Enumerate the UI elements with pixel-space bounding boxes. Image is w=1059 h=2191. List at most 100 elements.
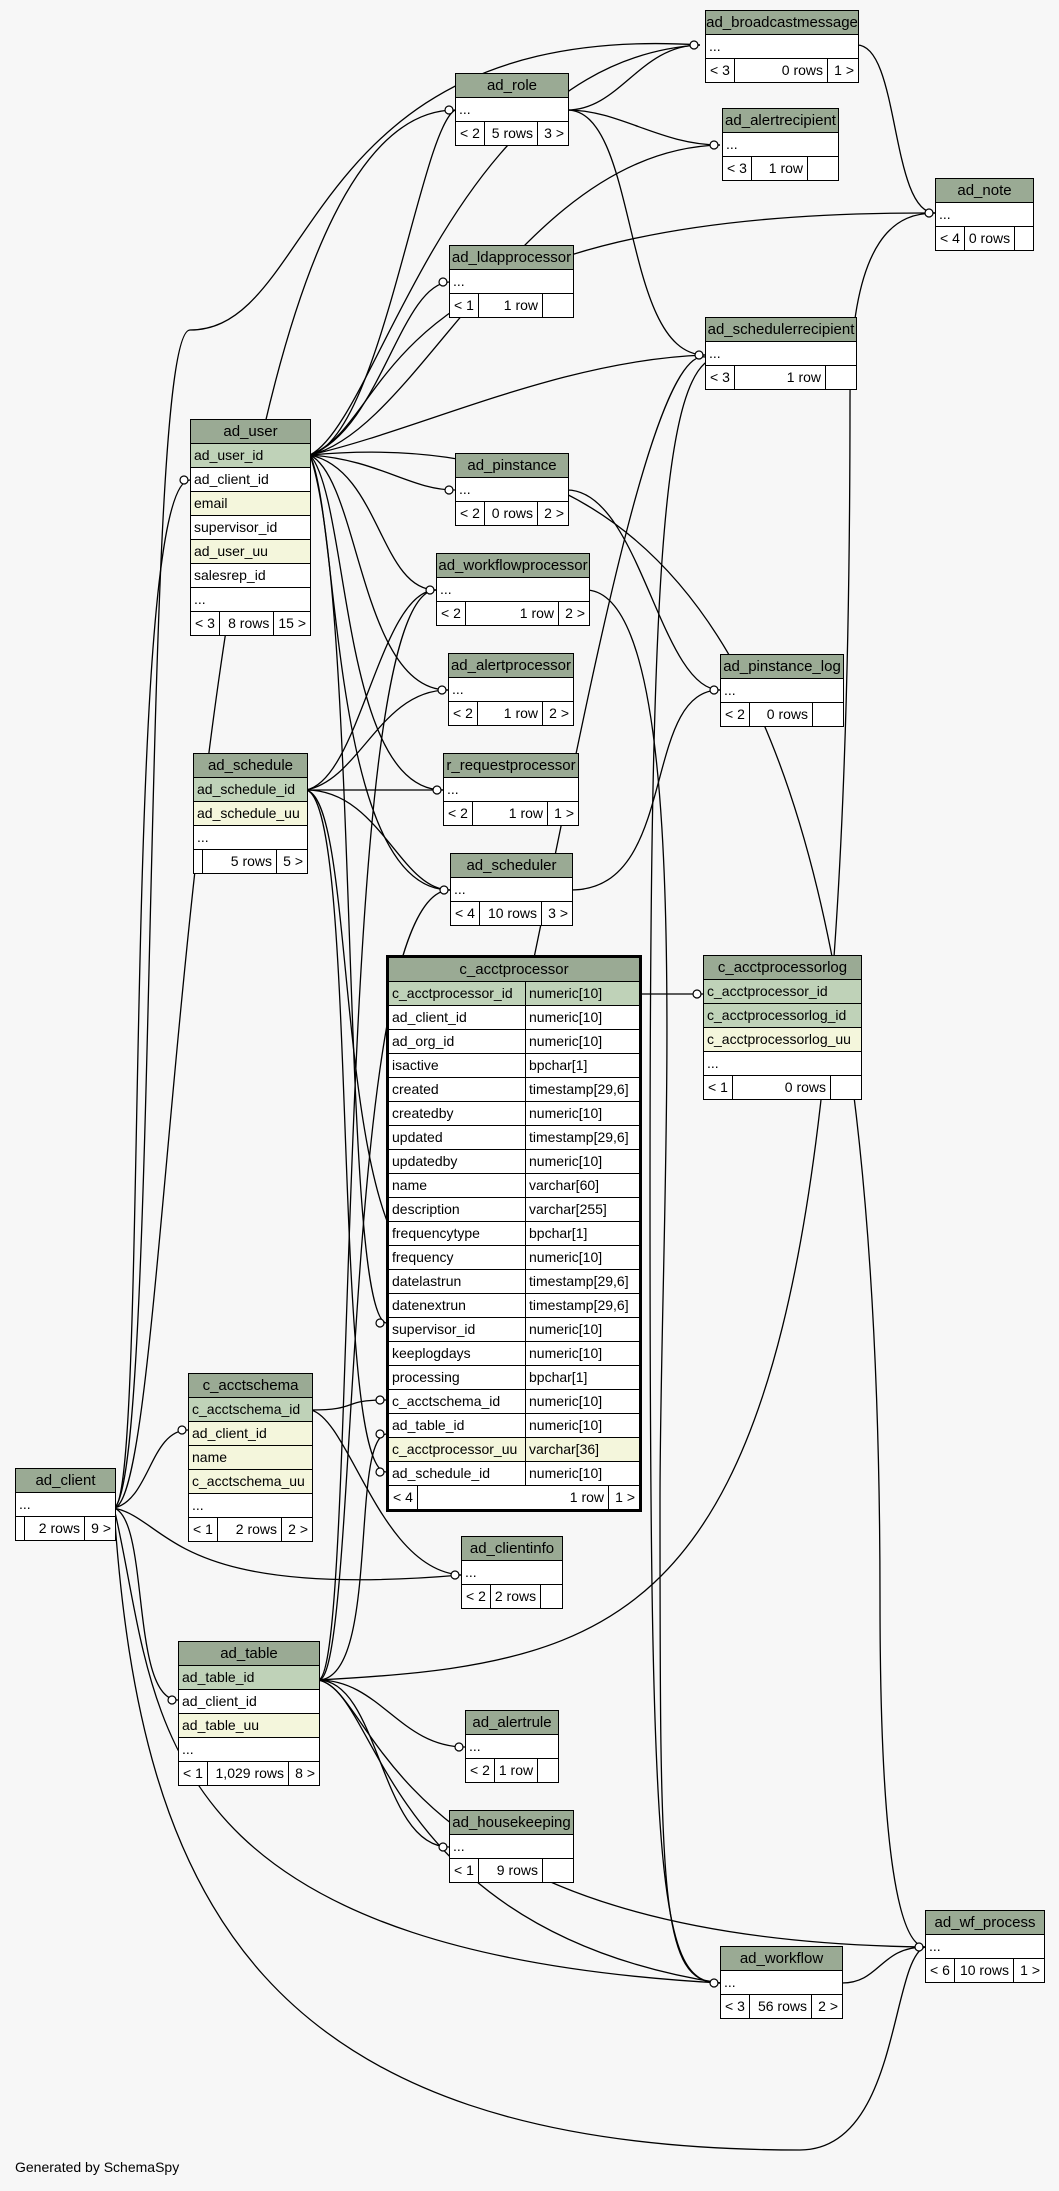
parent-count: < 2: [437, 602, 466, 625]
relationship-table-wfproc2: [317, 589, 437, 1681]
relationship-scheduler-log: [570, 689, 721, 891]
column-name: c_acctprocessorlog_id: [707, 1007, 847, 1023]
optional-marker: [375, 1395, 385, 1405]
column-name: updatedby: [392, 1153, 458, 1169]
table-name: ad_schedule: [194, 754, 307, 778]
relationship-role-schedrecipient: [566, 109, 706, 356]
column-name: ...: [726, 136, 738, 152]
column-row: ad_client_id: [189, 1422, 312, 1446]
column-name: ...: [709, 38, 721, 54]
optional-marker: [692, 989, 702, 999]
column-name: ad_client_id: [194, 471, 269, 487]
column-name: ad_table_id: [392, 1417, 465, 1433]
row-count: 0 rows: [733, 1076, 831, 1099]
column-name: ...: [724, 1974, 736, 1990]
column-type: numeric[10]: [525, 1102, 639, 1125]
parent-count: < 1: [450, 294, 479, 317]
column-name: datenextrun: [392, 1297, 466, 1313]
relationship-client-wfprocess: [113, 1507, 926, 2151]
column-name: ...: [197, 829, 209, 845]
column-name: c_acctprocessor_id: [392, 985, 513, 1001]
column-row: name: [189, 1446, 312, 1470]
column-name: salesrep_id: [194, 567, 266, 583]
optional-marker: [425, 585, 435, 595]
column-row: ...: [704, 1052, 861, 1076]
column-name: ...: [929, 1938, 941, 1954]
column-name: ad_schedule_id: [197, 781, 296, 797]
column-row: ...: [706, 342, 856, 366]
column-name: ad_table_uu: [182, 1717, 260, 1733]
column-type: numeric[10]: [525, 1414, 639, 1437]
column-type: varchar[36]: [525, 1438, 639, 1461]
relationship-table-wfprocess: [317, 1679, 926, 1948]
column-name: ...: [469, 1738, 481, 1754]
parent-count: < 6: [926, 1959, 955, 1982]
column-name: ...: [19, 1496, 31, 1512]
optional-marker: [914, 1942, 924, 1952]
optional-marker: [444, 485, 454, 495]
relationship-usr-supervisor: [309, 454, 387, 1324]
column-type: numeric[10]: [525, 1246, 639, 1269]
column-row: c_acctprocessor_uu varchar[36]: [389, 1438, 639, 1462]
child-count: [1015, 227, 1045, 250]
table-name: ad_broadcastmessage: [706, 11, 858, 35]
row-count: 8 rows: [220, 612, 275, 635]
column-row: email: [191, 492, 310, 516]
column-name: c_acctprocessor_uu: [392, 1441, 518, 1457]
row-count: 0 rows: [735, 59, 828, 82]
column-row: supervisor_id: [191, 516, 310, 540]
column-type: numeric[10]: [525, 1318, 639, 1341]
child-count: 2 >: [549, 705, 569, 721]
parent-count: < 3: [191, 612, 220, 635]
column-row: ...: [189, 1494, 312, 1518]
parent-count: [194, 850, 203, 873]
column-row: ...: [450, 1835, 573, 1859]
row-count: 1 row: [479, 294, 543, 317]
child-count: 8 >: [295, 1765, 315, 1781]
column-row: c_acctschema_id: [189, 1398, 312, 1422]
table-name: ad_table: [179, 1642, 319, 1666]
relationship-usr-alertproc: [309, 454, 449, 691]
child-count: 1 >: [834, 62, 854, 78]
row-count: 5 rows: [203, 850, 277, 873]
optional-marker: [437, 685, 447, 695]
parent-count: < 1: [704, 1076, 733, 1099]
table-name: ad_workflowprocessor: [437, 554, 589, 578]
child-count: 2 >: [288, 1521, 308, 1537]
relationship-usr-scheduler: [309, 454, 451, 891]
child-count: 2 >: [818, 1998, 838, 2014]
column-name: ad_user_uu: [194, 543, 268, 559]
relationship-table-alertrule: [317, 1679, 466, 1748]
column-row: ad_schedule_id: [194, 778, 307, 802]
relationship-sched-alertproc: [305, 689, 449, 791]
child-count: 9 >: [91, 1520, 111, 1536]
child-count: 2 >: [565, 605, 585, 621]
column-name: ...: [724, 682, 736, 698]
optional-marker: [438, 277, 448, 287]
column-name: ...: [452, 681, 464, 697]
column-type: bpchar[1]: [525, 1366, 639, 1389]
row-count: 1 row: [473, 802, 548, 825]
column-name: created: [392, 1081, 439, 1097]
